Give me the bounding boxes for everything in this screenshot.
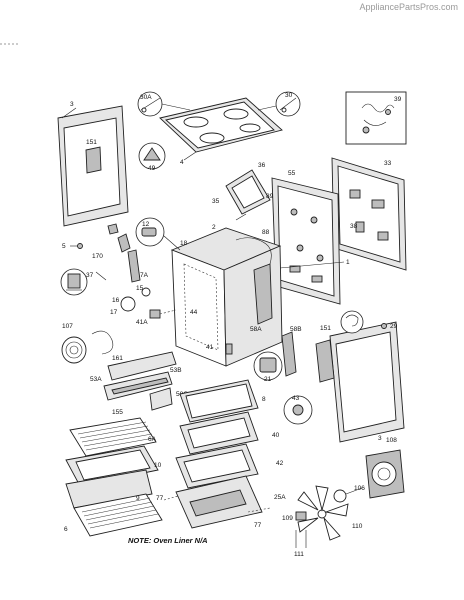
callout-49 xyxy=(138,142,166,170)
label-42: 42 xyxy=(276,460,284,467)
oven-door-outer xyxy=(163,475,271,529)
callout-leveling-foot xyxy=(60,268,88,296)
label-107: 107 xyxy=(62,323,73,330)
label-55: 55 xyxy=(288,170,296,177)
bracket-36 xyxy=(225,169,271,221)
label-6: 6 xyxy=(64,526,68,533)
label-43: 43 xyxy=(292,395,300,402)
label-30: 30 xyxy=(285,92,293,99)
label-77a: 77 xyxy=(156,495,164,502)
back-panel xyxy=(331,157,407,271)
label-38: 38 xyxy=(350,223,358,230)
label-6a: 6A xyxy=(148,436,157,443)
label-35: 35 xyxy=(212,198,220,205)
label-1: 1 xyxy=(346,259,350,266)
label-25a: 25A xyxy=(274,494,286,501)
label-17: 17 xyxy=(110,309,118,316)
label-109: 109 xyxy=(282,515,293,522)
oven-body xyxy=(170,227,345,367)
label-151-right: 151 xyxy=(320,325,331,332)
label-39: 39 xyxy=(394,96,402,103)
label-16: 16 xyxy=(112,297,120,304)
label-106: 106 xyxy=(354,485,365,492)
rear-frame xyxy=(271,177,341,305)
label-151-side: 151 xyxy=(86,139,97,146)
label-161: 161 xyxy=(112,355,123,362)
label-89: 89 xyxy=(266,193,274,200)
label-9: 9 xyxy=(136,495,140,502)
watermark: AppliancePartsPros.com xyxy=(359,2,458,12)
label-36: 36 xyxy=(258,162,266,169)
rack-6a xyxy=(69,417,157,457)
label-10: 10 xyxy=(154,462,162,469)
label-108: 108 xyxy=(386,437,397,444)
center-small-parts xyxy=(225,331,297,381)
label-12: 12 xyxy=(142,221,150,228)
oven-liner-note: NOTE: Oven Liner N/A xyxy=(128,536,208,545)
side-panel-right xyxy=(315,310,405,443)
label-4: 4 xyxy=(180,159,184,166)
label-33: 33 xyxy=(384,160,392,167)
fan-blade xyxy=(297,485,349,541)
cooktop xyxy=(159,97,283,161)
side-panel-left xyxy=(57,105,129,227)
label-3-right: 3 xyxy=(378,435,382,442)
label-110: 110 xyxy=(352,523,363,530)
callout-30 xyxy=(257,91,301,117)
vent-trim xyxy=(103,351,177,411)
label-53a: 53A xyxy=(90,376,102,383)
label-49: 49 xyxy=(148,165,156,172)
label-2: 2 xyxy=(212,224,216,231)
label-7a: 7A xyxy=(140,272,149,279)
label-15: 15 xyxy=(136,285,144,292)
label-37: 37 xyxy=(86,272,94,279)
label-30a: 30A xyxy=(140,94,152,101)
label-77b: 77 xyxy=(254,522,262,529)
label-53b: 53B xyxy=(170,367,182,374)
callout-43 xyxy=(283,395,313,425)
callout-12 xyxy=(135,217,181,251)
harness-box-39 xyxy=(345,91,407,145)
oven-door-panel xyxy=(175,443,259,489)
label-5: 5 xyxy=(62,243,66,250)
label-41a: 41A xyxy=(136,319,148,326)
rack-6 xyxy=(73,493,163,537)
label-18: 18 xyxy=(180,240,188,247)
label-3-top: 3 xyxy=(70,101,74,108)
label-41: 41 xyxy=(206,344,214,351)
label-44: 44 xyxy=(190,309,198,316)
label-170: 170 xyxy=(92,253,103,260)
label-21: 21 xyxy=(264,376,272,383)
label-58b: 58B xyxy=(290,326,302,333)
left-small-parts xyxy=(70,223,177,319)
label-29: 29 xyxy=(390,323,398,330)
label-155: 155 xyxy=(112,409,123,416)
broiler-pan-10 xyxy=(65,445,159,487)
oven-door-glass xyxy=(179,379,259,423)
label-88: 88 xyxy=(262,229,270,236)
convection-fan-assembly xyxy=(295,449,405,548)
broiler-insert-9 xyxy=(65,469,153,509)
convection-element xyxy=(61,330,114,364)
callout-30a xyxy=(137,91,191,117)
label-111: 111 xyxy=(294,551,304,558)
oven-door-inner xyxy=(179,411,259,455)
label-58a: 58A xyxy=(250,326,262,333)
label-8: 8 xyxy=(262,396,266,403)
label-40: 40 xyxy=(272,432,280,439)
